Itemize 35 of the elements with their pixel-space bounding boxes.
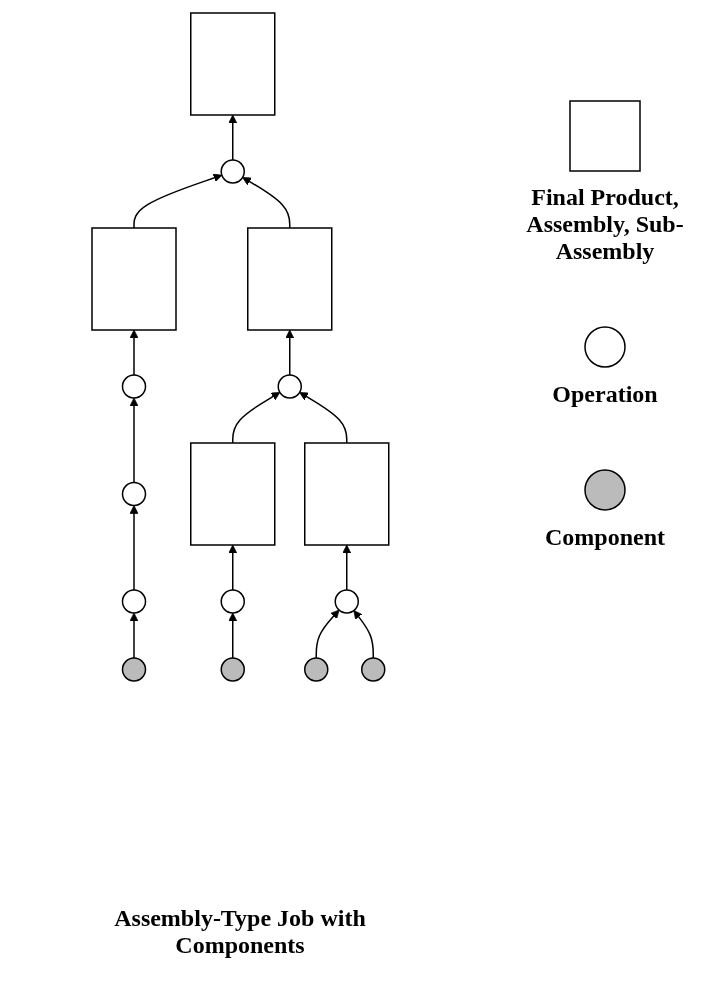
caption: Assembly-Type Job with Components — [113, 905, 367, 959]
legend-text: Operation — [552, 381, 658, 408]
arrow — [298, 392, 348, 444]
node-box — [303, 442, 390, 546]
node-box — [90, 227, 177, 331]
node-circle — [121, 657, 146, 682]
arrow — [342, 544, 351, 591]
node-circle — [220, 159, 245, 184]
node-circle — [334, 589, 359, 614]
arrow — [129, 505, 139, 591]
arrow — [129, 397, 139, 484]
arrow — [132, 173, 222, 229]
node-circle — [121, 589, 146, 614]
arrow — [285, 329, 294, 376]
node-box — [189, 12, 276, 116]
node-circle — [360, 657, 386, 682]
arrow — [228, 544, 237, 591]
arrow — [241, 177, 291, 229]
legend-text: Final Product, Assembly, Sub-Assembly — [525, 184, 685, 265]
arrow — [129, 329, 139, 376]
arrow — [228, 612, 237, 659]
arrow — [231, 392, 280, 444]
node-circle — [220, 589, 245, 614]
node-circle — [277, 374, 302, 399]
arrow — [228, 114, 237, 161]
legend-text: Component — [545, 524, 665, 551]
node-circle — [121, 374, 146, 399]
arrow — [353, 610, 374, 659]
node-circle — [121, 481, 146, 507]
node-box — [189, 442, 276, 546]
node-box — [246, 227, 333, 331]
node-circle — [220, 657, 245, 682]
node-circle — [303, 657, 329, 682]
arrow — [315, 609, 340, 659]
arrow — [129, 612, 139, 659]
